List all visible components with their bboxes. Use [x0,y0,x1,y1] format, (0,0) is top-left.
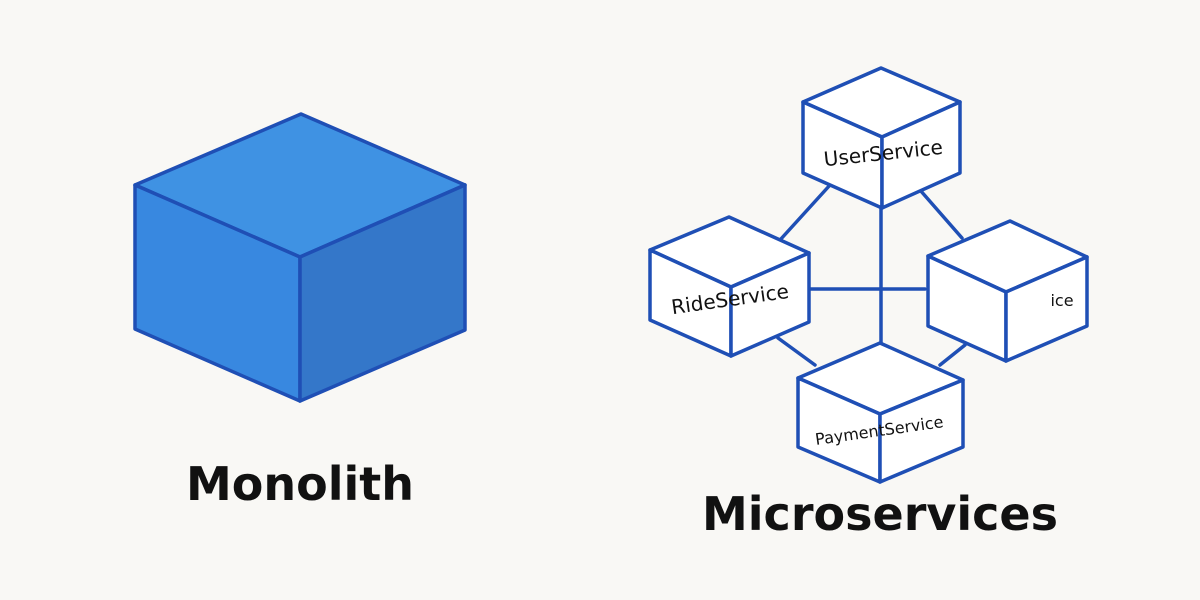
service-label-ice: ice [1050,291,1073,310]
monolith-cube-right-face [298,183,467,403]
connection-user-ride [778,183,832,242]
connection-ride-payment [776,336,817,367]
service-box-userservice [801,66,962,210]
service-box-userservice-right [880,100,962,210]
monolith-cube-icon [133,112,467,403]
microservices-caption: Microservices [702,487,1058,541]
service-box-rideservice [648,215,811,358]
microservices-group: UserService ice RideService PaymentServi… [648,66,1089,541]
service-box-ice [926,219,1089,363]
service-connections [776,183,967,367]
service-box-rideservice-right [729,251,811,358]
monolith-caption: Monolith [186,457,414,511]
monolith-group: Monolith [133,112,467,511]
service-box-paymentservice [796,341,965,484]
connection-ice-payment [938,343,967,367]
connection-user-ice [918,188,964,240]
service-box-paymentservice-right [878,378,965,484]
service-box-ice-right [1004,255,1089,363]
